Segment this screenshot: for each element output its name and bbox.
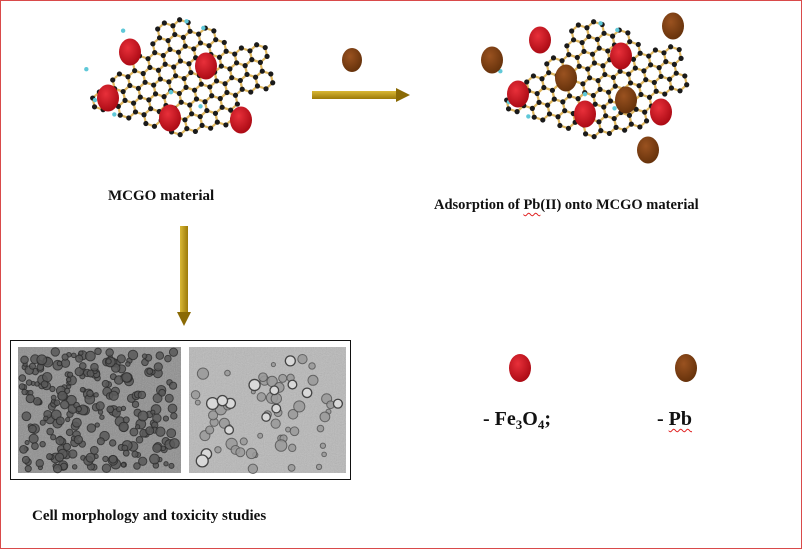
fe3o4-particle-icon [529,26,551,54]
fe3o4-particle-icon [610,42,632,70]
fe3o4-particle-icon [509,354,531,382]
fe3o4-particle-icon [159,104,181,132]
pb-particle-icon [662,12,684,40]
legend-fe3o4-label: - Fe3O4; [483,408,551,432]
pb-particle-icon [637,136,659,164]
fe3o4-particle-icon [230,106,252,134]
fe3o4-particle-icon [574,100,596,128]
micrograph-frame [10,340,351,480]
right-arrow-icon [312,88,410,102]
mcgo-label: MCGO material [108,188,215,204]
pb-particle-icon [481,46,503,74]
fe3o4-particle-icon [650,98,672,126]
adsorption-label: Adsorption of Pb(II) onto MCGO material [434,197,699,213]
down-arrow-icon [177,226,191,326]
pb-particle-icon [555,64,577,92]
fe3o4-particle-icon [507,80,529,108]
pb-particle-icon [342,48,362,72]
pb-particle-icon [615,86,637,114]
pb-particle-icon [675,354,697,382]
fe3o4-particle-icon [97,84,119,112]
legend-pb-label: - Pb [657,408,693,430]
fe3o4-particle-icon [119,38,141,66]
fe3o4-particle-icon [195,52,217,80]
cell-studies-label: Cell morphology and toxicity studies [32,508,267,524]
